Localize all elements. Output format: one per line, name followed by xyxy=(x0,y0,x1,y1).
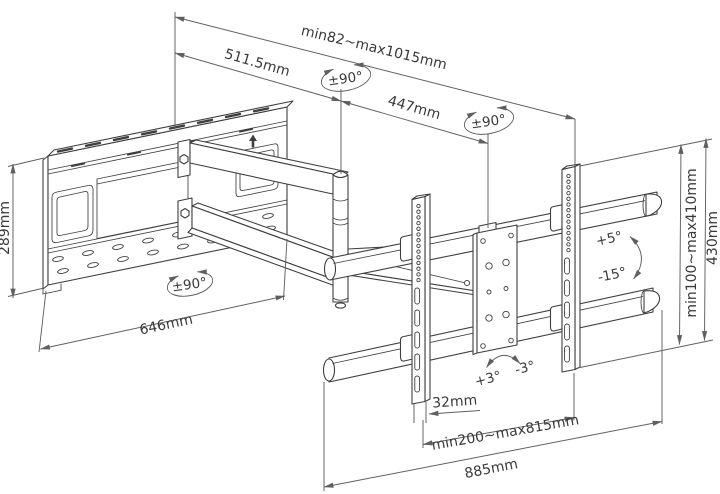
label-tilt-up: +5° xyxy=(594,228,623,249)
label-swivel-tv-joint: ±90° xyxy=(470,112,507,133)
label-wall-plate-width: 646mm xyxy=(138,312,194,339)
label-crossbar-span-range: min200~max815mm xyxy=(430,412,580,454)
label-bracket-height: 430mm xyxy=(705,211,720,265)
label-roll-minus: -3° xyxy=(513,358,536,378)
label-roll-plus: +3° xyxy=(473,368,503,390)
wall-plate-left-cutout xyxy=(51,184,94,244)
label-arm-length-2: 447mm xyxy=(386,93,442,123)
upper-arm-bolt xyxy=(179,153,189,165)
swivel-arrow-tv-joint xyxy=(463,105,515,135)
label-wall-plate-height: 289mm xyxy=(0,201,13,255)
angle-indicators xyxy=(166,62,642,368)
swivel-arrow-wall-joint xyxy=(166,269,214,297)
upper-arm xyxy=(177,138,349,197)
right-rail-slots xyxy=(564,257,570,363)
roll-arrow xyxy=(486,355,521,368)
label-tilt-down: -15° xyxy=(596,264,628,286)
vesa-adapter-plate xyxy=(472,221,518,356)
label-arm-length-1: 511.5mm xyxy=(223,46,292,80)
left-vesa-rail xyxy=(399,193,431,405)
tilt-arrow xyxy=(629,236,642,280)
lower-arm-bolt xyxy=(180,207,190,219)
pivot-column xyxy=(332,170,349,309)
up-arrow-icon xyxy=(249,134,257,148)
left-rail-holes xyxy=(416,203,421,283)
label-extension-range: min82~max1015mm xyxy=(299,23,448,73)
label-swivel-arm-joint: ±90° xyxy=(327,69,364,90)
right-rail-holes xyxy=(566,173,571,253)
right-vesa-rail xyxy=(549,163,581,373)
wall-plate xyxy=(42,100,294,295)
label-swivel-wall-joint: ±90° xyxy=(171,275,208,296)
swivel-arrow-arm-joint xyxy=(320,62,372,92)
dimension-lines xyxy=(7,12,714,491)
vesa-plate-holes xyxy=(480,232,514,349)
left-rail-slots xyxy=(414,287,421,393)
label-rail-depth: 32mm xyxy=(432,392,478,411)
label-vesa-height-range: min100~max410mm xyxy=(684,168,700,317)
label-crossbar-total-width: 885mm xyxy=(463,456,519,482)
